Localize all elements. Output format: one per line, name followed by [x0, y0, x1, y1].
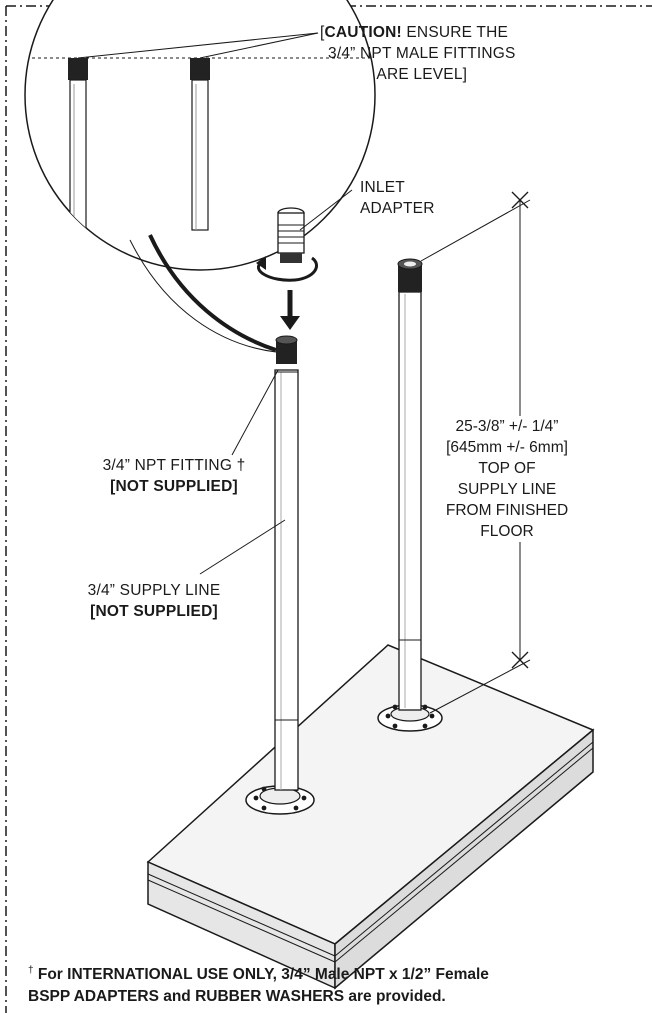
supply-line-line1: 3/4” SUPPLY LINE [87, 582, 221, 599]
caution-label: [CAUTION! ENSURE THE 3/4” NPT MALE FITTI… [320, 22, 516, 85]
caution-line2: 3/4” NPT MALE FITTINGS [328, 45, 516, 62]
footnote-dagger: † [28, 965, 34, 976]
inlet-adapter-part [256, 207, 318, 282]
floor-platform [146, 644, 595, 990]
fitting-label: 3/4” NPT FITTING † [NOT SUPPLIED] [74, 455, 274, 497]
fitting-line1: 3/4” NPT FITTING † [102, 457, 246, 474]
detail-pipe-left [69, 79, 87, 231]
supply-line-label: 3/4” SUPPLY LINE [NOT SUPPLIED] [54, 580, 254, 622]
footnote-line2: BSPP ADAPTERS and RUBBER WASHERS are pro… [28, 988, 446, 1006]
caution-line3: ARE LEVEL] [376, 66, 468, 83]
dimension-line3: TOP OF [478, 460, 536, 477]
footnote-line1: For INTERNATIONAL USE ONLY, 3/4” Male NP… [33, 966, 489, 984]
left-supply-line [245, 335, 315, 815]
caution-line1: ENSURE THE [401, 24, 509, 41]
caution-keyword: CAUTION! [324, 24, 402, 41]
right-supply-line [377, 258, 443, 732]
dimension-line6: FLOOR [480, 523, 534, 540]
footnote: † For INTERNATIONAL USE ONLY, 3/4” Male … [28, 960, 489, 1008]
left-fitting [276, 340, 297, 364]
dimension-line5: FROM FINISHED [445, 502, 569, 519]
detail-leader [148, 234, 277, 352]
inlet-adapter-label: INLET ADAPTER [360, 177, 435, 219]
detail-fitting-right [190, 58, 210, 80]
dimension-line2: [645mm +/- 6mm] [446, 439, 568, 456]
inlet-adapter-line2: ADAPTER [360, 200, 435, 217]
caution-open: [ [320, 24, 325, 41]
supply-line-line2: [NOT SUPPLIED] [90, 603, 218, 620]
dimension-line4: SUPPLY LINE [457, 481, 557, 498]
fitting-line2: [NOT SUPPLIED] [110, 478, 238, 495]
inlet-adapter-line1: INLET [360, 179, 405, 196]
dimension-line1: 25-3/8” +/- 1/4” [455, 418, 559, 435]
detail-circle [24, 0, 376, 271]
detail-fitting-left [68, 58, 88, 80]
detail-pipe-right [191, 79, 209, 231]
dimension-label: 25-3/8” +/- 1/4” [645mm +/- 6mm] TOP OF … [432, 416, 582, 542]
